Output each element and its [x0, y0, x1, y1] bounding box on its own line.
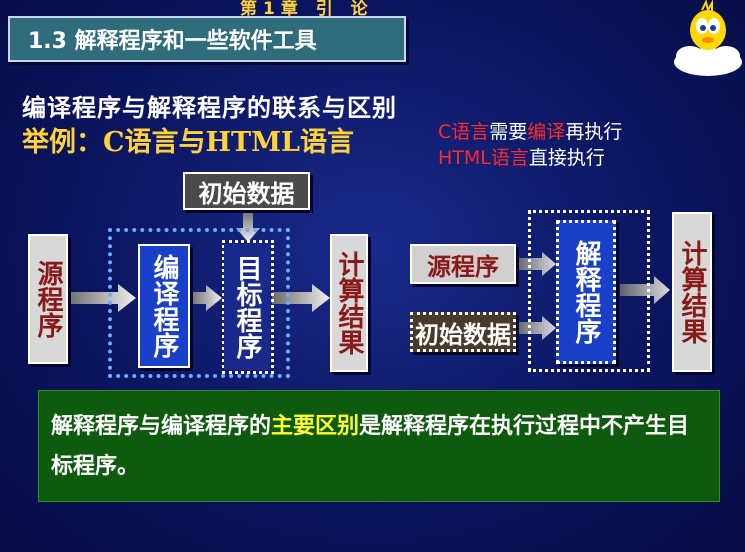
arrow-input-to-target [236, 210, 260, 242]
chapter-heading: 第1章 引 论 [240, 0, 374, 19]
subtitle: 编译程序与解释程序的联系与区别 [22, 94, 397, 122]
note-html-language: HTML语言直接执行 [438, 146, 605, 170]
conclusion-part2: 是解释程序在执行过程中不产生目标程序。 [51, 414, 690, 479]
compile-region-dashed [108, 228, 290, 378]
right-initial-data-box: 初始数据 [410, 312, 516, 352]
note-html-lang: HTML语言 [438, 147, 529, 169]
target-region-dashed [222, 240, 274, 374]
conclusion-highlight: 主要区别 [271, 414, 360, 439]
arrow-source-to-interpreter [516, 252, 556, 276]
arrow-input-to-interpreter [516, 316, 556, 340]
arrows-layer [66, 210, 670, 340]
arrow-target-to-result [272, 284, 330, 312]
note-need: 需要 [489, 121, 528, 143]
interpret-region-dashed [528, 210, 650, 372]
example-heading: 举例：C语言与HTML语言 [22, 127, 354, 158]
right-result-box: 计算结果 [672, 212, 712, 372]
arrow-interpreter-to-result [620, 276, 670, 304]
note-compile: 编译 [527, 121, 566, 143]
left-source-box: 源程序 [28, 234, 68, 364]
conclusion-part1: 解释程序与编译程序的 [51, 414, 272, 439]
section-title: 1.3 解释程序和一些软件工具 [28, 29, 317, 54]
conclusion-panel: 解释程序与编译程序的主要区别是解释程序在执行过程中不产生目标程序。 [38, 390, 720, 502]
note-then-run: 再执行 [565, 121, 623, 143]
left-compiler-box: 编译程序 [138, 244, 190, 368]
arrow-source-to-compiler [66, 284, 136, 312]
right-interpreter-box: 解释程序 [556, 220, 616, 364]
note-direct-run: 直接执行 [528, 147, 605, 169]
arrow-compiler-to-target [190, 285, 222, 311]
left-result-box: 计算结果 [330, 234, 368, 372]
left-target-box: 目标程序 [224, 244, 270, 370]
note-c-language: C语言需要编译再执行 [438, 120, 622, 144]
left-initial-data-box: 初始数据 [183, 172, 310, 210]
note-c-lang: C语言 [438, 121, 490, 143]
section-title-bar: 1.3 解释程序和一些软件工具 [8, 16, 406, 62]
tweety-mascot-icon [674, 0, 742, 76]
right-source-box: 源程序 [410, 244, 516, 284]
